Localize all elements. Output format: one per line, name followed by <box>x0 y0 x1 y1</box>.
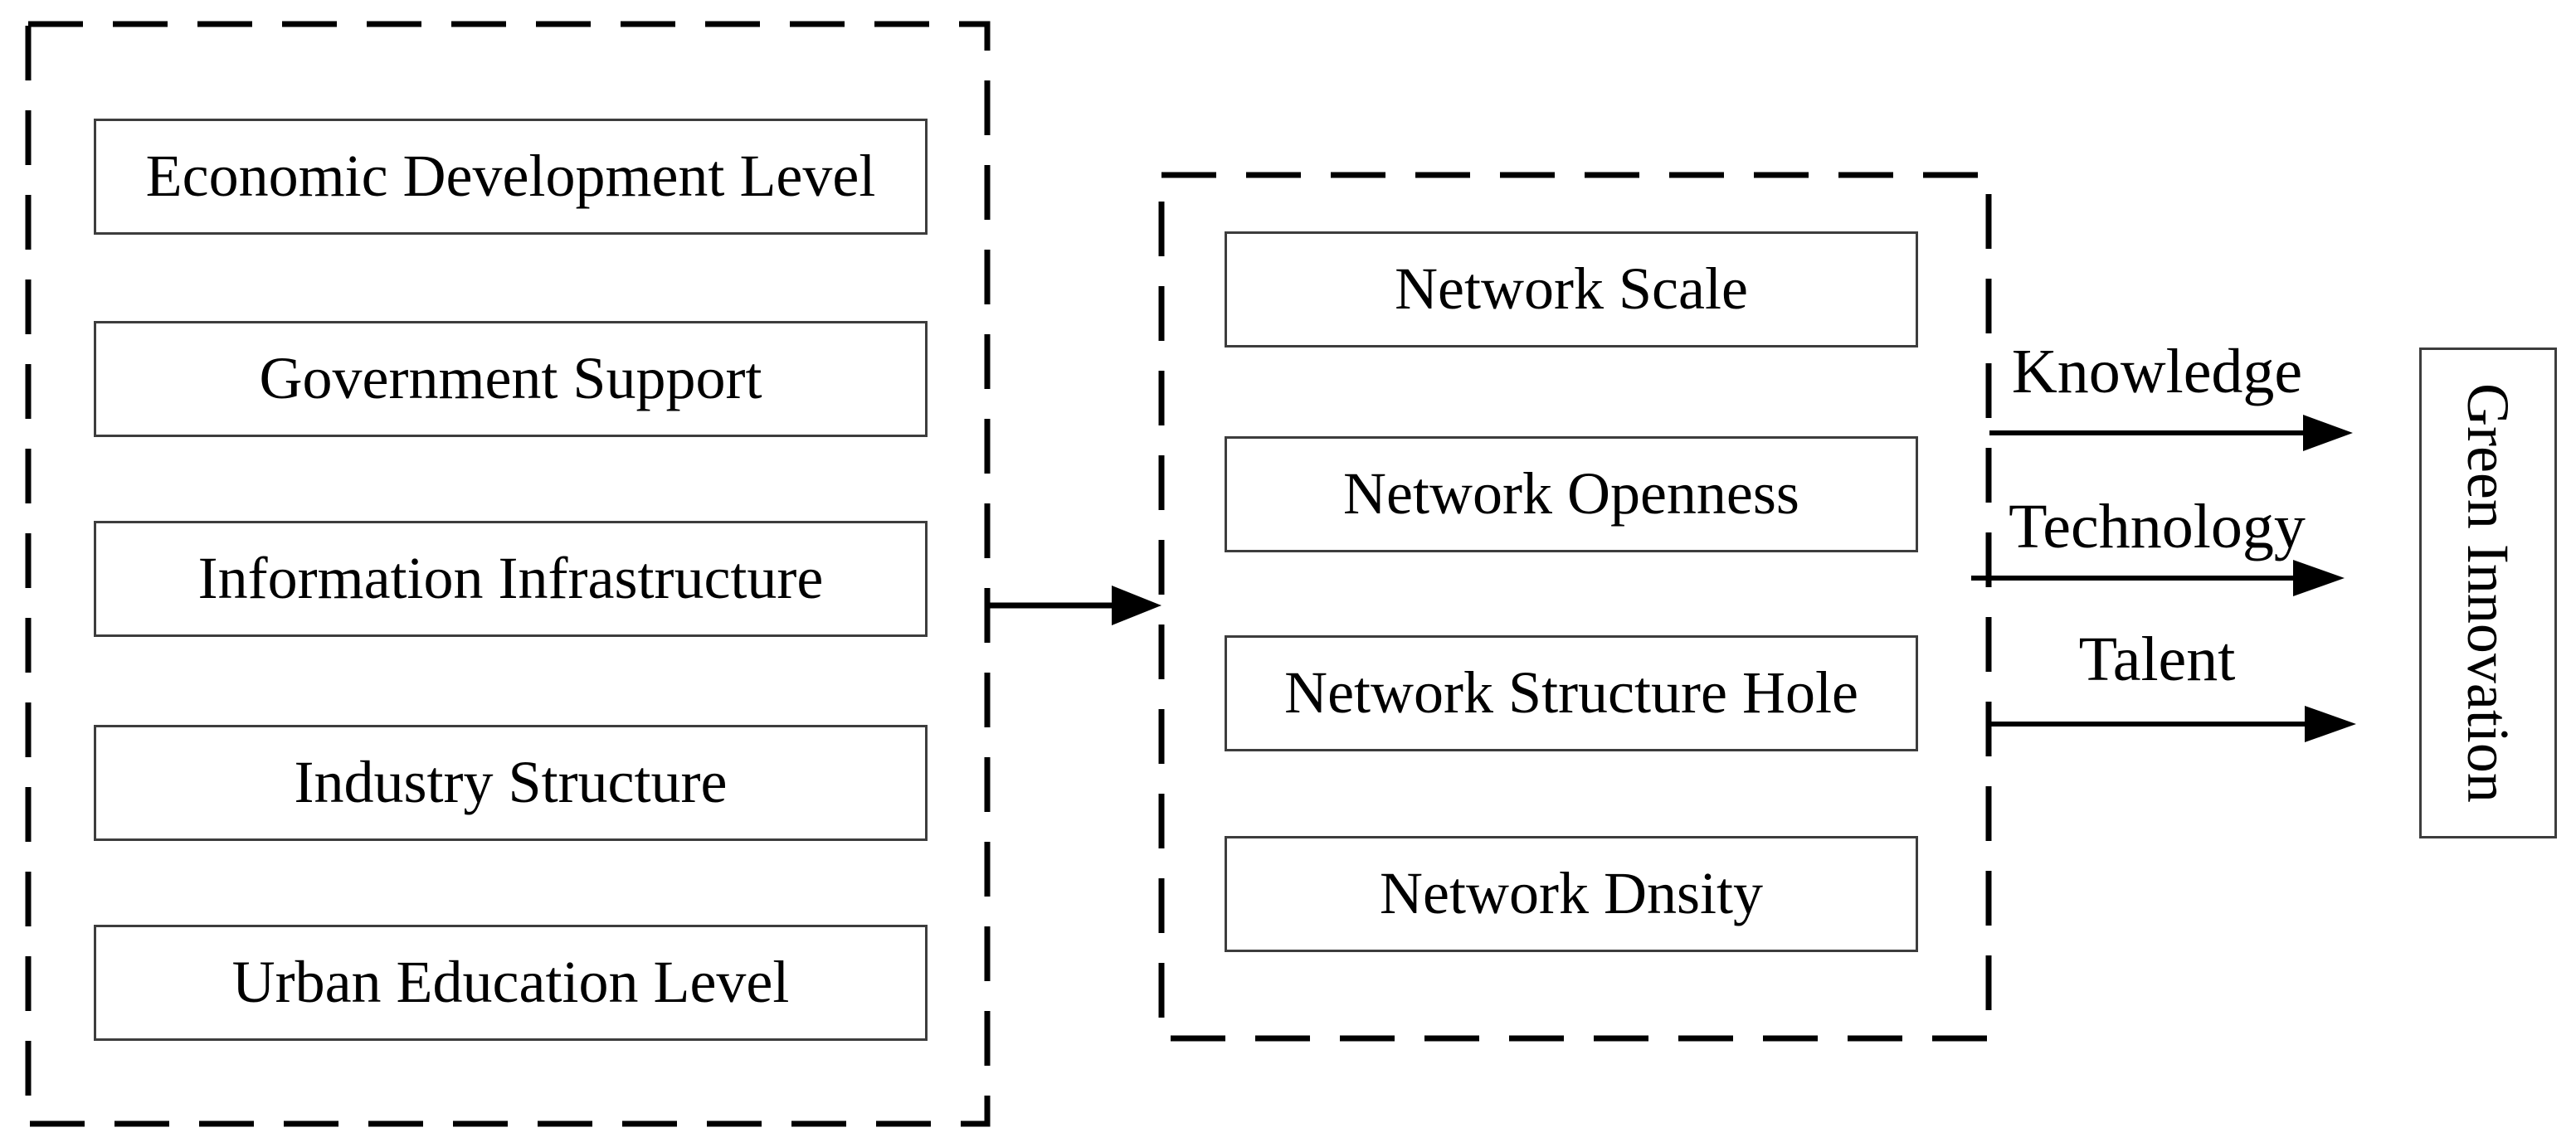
flow-label-text: Knowledge <box>2011 337 2303 406</box>
flow-label-knowledge: Knowledge <box>1991 338 2323 405</box>
node-economic-development-level: Economic Development Level <box>94 119 928 235</box>
node-label: Green Innovation <box>2455 383 2521 803</box>
node-label: Network Openness <box>1343 460 1799 527</box>
flow-label-text: Technology <box>2009 492 2306 561</box>
node-network-openness: Network Openness <box>1225 436 1918 552</box>
node-label: Information Infrastructure <box>197 545 824 612</box>
external-factors-group-border <box>25 21 991 1127</box>
node-label: Industry Structure <box>294 749 728 816</box>
node-label: Economic Development Level <box>145 143 876 210</box>
flow-label-talent: Talent <box>1991 626 2323 693</box>
node-network-dnsity: Network Dnsity <box>1225 836 1918 952</box>
talent-arrow <box>1989 706 2356 742</box>
knowledge-arrow-head-icon <box>2303 415 2353 451</box>
node-label: Government Support <box>259 345 762 412</box>
main-arrow <box>987 586 1161 625</box>
node-label: Network Structure Hole <box>1284 659 1858 727</box>
node-green-innovation: Green Innovation <box>2419 348 2557 838</box>
flow-label-technology: Technology <box>1991 493 2323 560</box>
main-arrow-head-icon <box>1112 586 1161 625</box>
node-network-structure-hole: Network Structure Hole <box>1225 635 1918 751</box>
node-label: Network Dnsity <box>1380 860 1763 927</box>
node-network-scale: Network Scale <box>1225 231 1918 348</box>
node-urban-education-level: Urban Education Level <box>94 925 928 1041</box>
knowledge-arrow <box>1989 415 2353 451</box>
node-label: Urban Education Level <box>231 949 790 1016</box>
technology-arrow <box>1971 560 2345 596</box>
technology-arrow-head-icon <box>2293 560 2345 596</box>
node-industry-structure: Industry Structure <box>94 725 928 841</box>
node-information-infrastructure: Information Infrastructure <box>94 521 928 637</box>
node-government-support: Government Support <box>94 321 928 437</box>
talent-arrow-head-icon <box>2305 706 2356 742</box>
flow-label-text: Talent <box>2078 625 2236 694</box>
node-label: Network Scale <box>1395 255 1748 323</box>
